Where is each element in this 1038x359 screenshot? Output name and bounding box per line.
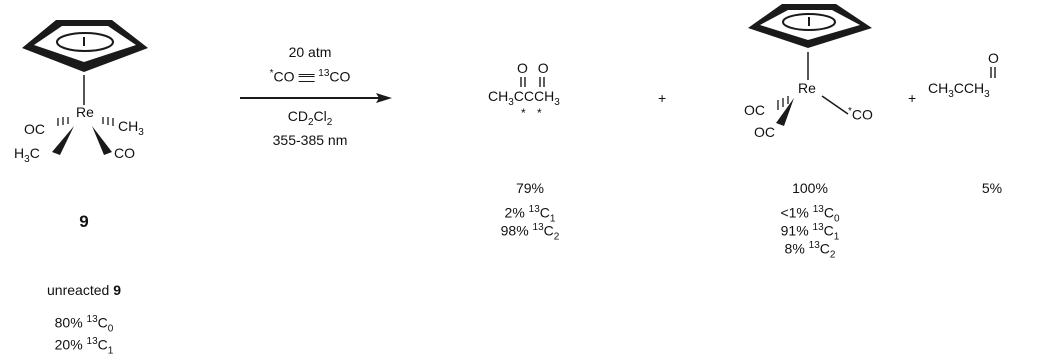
product3-oxygen: O xyxy=(988,50,999,66)
product2-yield: 100% xyxy=(792,180,828,196)
product2-isotope-c2: 8% 13C2 xyxy=(784,240,836,261)
condition-solvent: CD2Cl2 xyxy=(287,108,333,128)
product2-re-co-bond xyxy=(821,95,849,115)
product2-cp-ring xyxy=(748,4,872,48)
reactant-wedge-h3c xyxy=(52,126,74,155)
product2-co-right: *CO xyxy=(848,106,873,123)
product3-yield: 5% xyxy=(981,180,1003,196)
product1-isotope-c2: 98% 13C2 xyxy=(500,222,560,243)
product2-oc-left: OC xyxy=(744,102,765,118)
reactant-compound-number: 9 xyxy=(79,212,89,231)
condition-co-labeling: *CO 13CO xyxy=(269,68,351,85)
condition-pressure: 20 atm xyxy=(288,44,332,60)
product2-metal: Re xyxy=(798,80,816,96)
condition-wavelength: 355-385 nm xyxy=(272,132,348,148)
product3-formula: CH3CCH3 xyxy=(928,80,990,100)
product2-oc-bottom: OC xyxy=(754,124,775,140)
reactant-co-ligand: CO xyxy=(114,145,135,161)
product2-wedge-oc xyxy=(776,98,794,126)
unreacted-isotope-c0: 80% 13C0 xyxy=(54,314,114,335)
product2-isotope-c0: <1% 13C0 xyxy=(780,204,840,225)
reactant-metal: Re xyxy=(76,104,94,120)
plus-sign-2: + xyxy=(908,90,917,106)
reactant-oc-ligand: OC xyxy=(24,121,45,137)
product3-carbonyl-bond xyxy=(990,67,996,78)
triple-bond-symbol xyxy=(298,73,315,82)
reactant-hash-oc xyxy=(57,117,69,126)
product1-carbonyl-bonds xyxy=(520,77,545,87)
reactant-ch3-ligand: CH3 xyxy=(118,118,144,138)
reactant-h3c-ligand: H3C xyxy=(14,145,40,165)
product1-isotope-c1: 2% 13C1 xyxy=(504,204,556,225)
unreacted-isotope-c1: 20% 13C1 xyxy=(54,336,114,357)
product2-hash-oc xyxy=(777,96,789,110)
product2-isotope-c1: 91% 13C1 xyxy=(780,222,840,243)
reaction-arrow-head xyxy=(376,93,392,103)
reactant-wedge-co xyxy=(92,126,112,155)
reactant-hash-ch3 xyxy=(102,117,114,126)
product1-yield: 79% xyxy=(515,180,545,196)
product1-label-stars: * * xyxy=(521,106,546,120)
product1-carbonyl-oxygens: O O xyxy=(517,60,552,76)
product1-formula: CH3CCCH3 xyxy=(488,88,560,108)
reactant-cp-ring xyxy=(22,20,148,72)
plus-sign-1: + xyxy=(658,90,667,106)
unreacted-label: unreacted 9 xyxy=(47,282,121,298)
